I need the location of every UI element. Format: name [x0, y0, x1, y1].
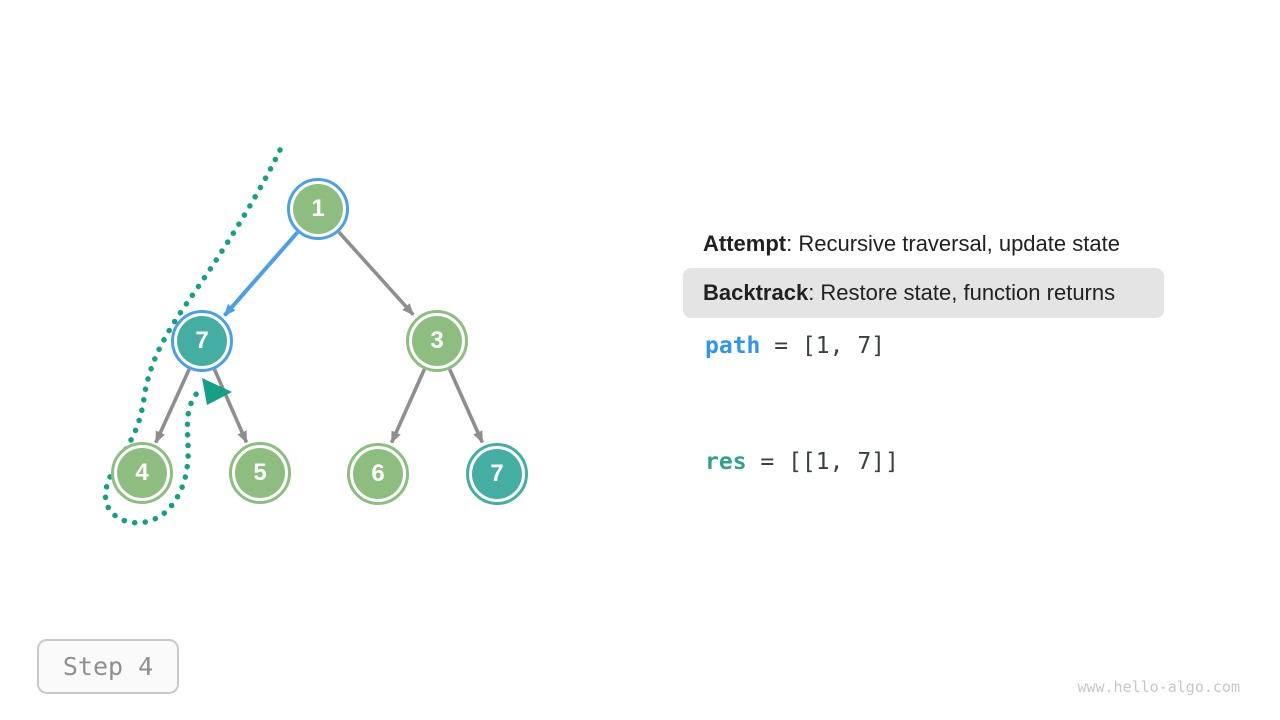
edge-1-to-7-highlighted: [222, 230, 300, 317]
edge-7-to-5: [212, 368, 249, 444]
tree-node-5: 5: [229, 442, 291, 504]
tree-node-value: 6: [353, 449, 403, 499]
tree-node-value: 3: [412, 316, 462, 366]
tree-node-value: 4: [117, 448, 167, 498]
edge-7-to-4: [154, 368, 191, 444]
res-variable-line: res = [[1, 7]]: [705, 449, 899, 475]
tree-node-4: 4: [111, 442, 173, 504]
tree-node-value: 5: [235, 448, 285, 498]
path-variable-line: path = [1, 7]: [705, 333, 885, 359]
step-label: Step 4: [62, 652, 154, 681]
edge-3-to-7: [448, 368, 484, 444]
res-variable-name: res: [705, 449, 747, 475]
edge-1-to-3: [337, 230, 415, 316]
tree-node-value: 7: [177, 316, 227, 366]
tree-node-current-7: 7: [171, 310, 233, 372]
tree-node-6: 6: [347, 443, 409, 505]
attempt-legend-line: Attempt: Recursive traversal, update sta…: [703, 231, 1120, 257]
edge-3-to-6: [389, 368, 427, 444]
backtrack-arrowhead-icon: [202, 378, 232, 405]
attempt-description: : Recursive traversal, update state: [786, 231, 1120, 256]
tree-node-root-1: 1: [287, 178, 349, 240]
tree-node-value: 1: [293, 184, 343, 234]
backtrack-description: : Restore state, function returns: [808, 280, 1116, 305]
res-variable-value: = [[1, 7]]: [746, 449, 899, 475]
backtrack-label: Backtrack: [703, 280, 809, 305]
tree-node-3: 3: [406, 310, 468, 372]
tree-node-target-7: 7: [466, 443, 528, 505]
tree-node-value: 7: [472, 449, 522, 499]
path-variable-name: path: [705, 333, 761, 359]
step-indicator-badge[interactable]: Step 4: [37, 639, 179, 694]
backtrack-legend-highlight: Backtrack: Restore state, function retur…: [683, 268, 1164, 318]
site-watermark: www.hello-algo.com: [1077, 678, 1240, 696]
attempt-label: Attempt: [703, 231, 787, 256]
path-variable-value: = [1, 7]: [760, 333, 886, 359]
